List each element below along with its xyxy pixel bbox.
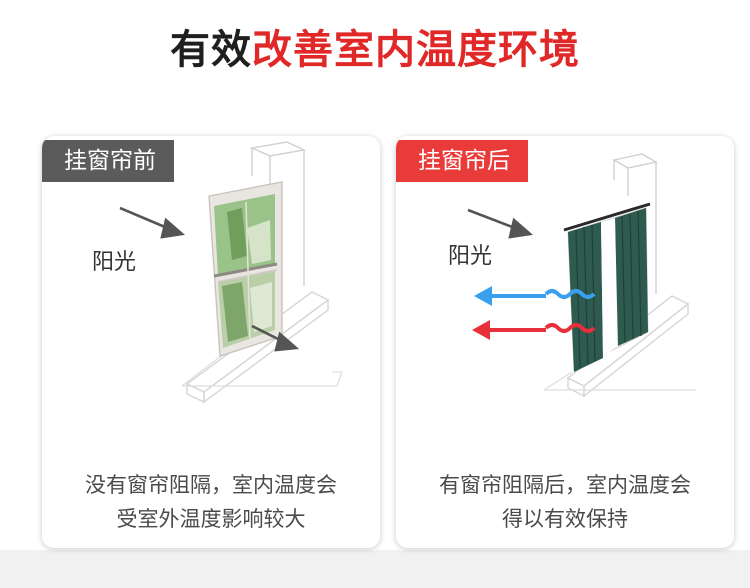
window-without-curtain-illustration [119,141,343,404]
after-curtain-panel: 挂窗帘后 阳光 有窗帘阻隔后，室内温度会 得以有效保持 [396,136,734,548]
sunlight-label: 阳光 [448,244,493,269]
floor-outline [543,371,696,391]
sunlight-arrow-in [119,206,185,239]
curtain [563,202,651,372]
page-title: 有效改善室内温度环境 [0,22,750,78]
title-dark-part: 有效 [170,27,252,73]
caption-line: 没有窗帘阻隔，室内温度会 [85,473,337,497]
title-red-part: 改善室内温度环境 [252,27,580,73]
bottom-band [0,550,750,588]
after-caption: 有窗帘阻隔后，室内温度会 得以有效保持 [396,468,734,536]
sunlight-arrow-in [467,208,533,239]
caption-line: 有窗帘阻隔后，室内温度会 [439,473,691,497]
after-tag: 挂窗帘后 [396,140,528,182]
window-frame [208,181,283,357]
sunlight-label: 阳光 [92,250,137,275]
wall-pillar [612,153,658,294]
heat-passing-arrow [251,324,300,352]
before-tag: 挂窗帘前 [42,140,174,182]
caption-line: 得以有效保持 [502,507,628,531]
before-curtain-panel: 挂窗帘前 阳光 没有窗帘阻隔，室内温度会 受室外温度影响较大 [42,136,380,548]
floor-outline [181,335,343,387]
caption-line: 受室外温度影响较大 [116,507,306,531]
cool-air-wave-icon [474,286,596,306]
before-caption: 没有窗帘阻隔，室内温度会 受室外温度影响较大 [42,468,380,536]
warm-air-wave-icon [472,320,596,340]
window-with-curtain-illustration [467,153,696,398]
